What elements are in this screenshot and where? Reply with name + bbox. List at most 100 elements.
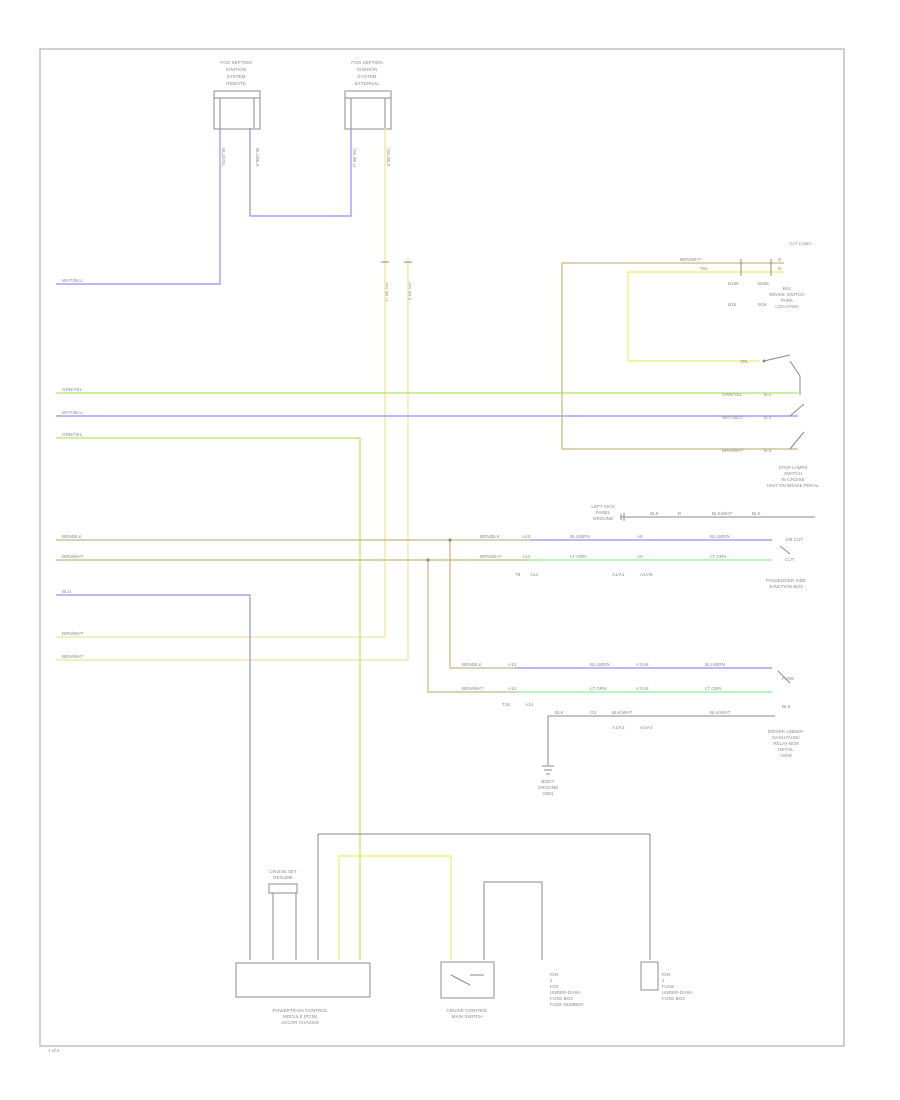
wire-blu-down xyxy=(56,594,251,960)
cruise-caption-2: MAIN SWITCH xyxy=(452,1014,483,1019)
body-ground-label-3: G501 xyxy=(542,791,554,796)
pass-note-4: A1/A5 xyxy=(640,572,653,577)
switch-yellow-label: YEL xyxy=(700,266,709,271)
connector-1-label-line-2: IGNITION xyxy=(226,67,246,72)
fuse-block-2: IGN 1 FUSE UNDER-DASH FUSE BOX xyxy=(640,961,693,1001)
switch-corner-label: C/A CANC xyxy=(790,241,812,246)
fuse2-line-4: UNDER-DASH xyxy=(662,990,693,995)
connector-2-label-line-3: SYSTEM xyxy=(358,74,377,79)
cruise-main-switch: CRUISE CONTROL MAIN SWITCH xyxy=(440,961,495,1019)
pass-row1-mid-pin: A5 xyxy=(637,534,643,539)
switch-pin-row1-b: B408 xyxy=(758,281,769,286)
cruise-top-label-2: RESUME xyxy=(273,875,293,880)
wire-tag-3: YEL/BLU xyxy=(352,148,357,167)
wire-brn-wht-1 xyxy=(56,128,386,638)
connector-2-label-line-2: IGNITION xyxy=(357,67,377,72)
cruise-top-label-1: CRUISE SET xyxy=(269,869,297,874)
drv-row2-mid-pin: A7/A8 xyxy=(636,686,649,691)
wire-tag-4: YEL/BLK xyxy=(386,148,391,168)
kick-segment-4: BLK xyxy=(752,511,762,516)
diagram-frame xyxy=(39,48,845,1047)
pass-row2-wire: BRN/WHT xyxy=(480,554,502,559)
page-number: 1 of 2 xyxy=(48,1048,60,1053)
drv-row1-right-wire: BLU/BRN xyxy=(590,662,610,667)
connector-2-label-line-1: FOG SEPTION xyxy=(351,60,382,65)
top-connector-1: FOG SEPTION IGNITION SYSTEM REMOTE xyxy=(213,60,261,130)
ground-bottom-icon xyxy=(542,765,554,775)
drv-row2-right-wire: LT GRN xyxy=(590,686,606,691)
left-label-5: BRN/BLK xyxy=(62,534,83,539)
left-label-3: WHT/BLU xyxy=(62,410,83,415)
pass-end-label-2: CUT xyxy=(785,557,795,562)
switch-row3-wire: BRN/WHT xyxy=(722,448,744,453)
connector-1-label-line-1: FOG SEPTION xyxy=(220,60,251,65)
switch-caption-4: UNIT ON BRAKE PEDAL xyxy=(767,483,819,488)
wire-yel-cruise xyxy=(338,855,452,960)
kick-ground-label-1: LEFT KICK xyxy=(591,504,615,509)
fuse2-body xyxy=(640,961,659,991)
switch-pin-row2-b: B16 xyxy=(758,302,767,307)
fuse2-line-3: FUSE xyxy=(662,984,674,989)
pass-row1-pin: A13 xyxy=(522,534,531,539)
pass-end-label-1: A/B CUT xyxy=(785,537,803,542)
pass-row2-right-wire: LT GRN xyxy=(570,554,586,559)
wire-tag-6: YEL/BLK xyxy=(407,282,412,302)
pass-row1-right-wire: BLU/BRN xyxy=(570,534,590,539)
switch-side-label-1: BLK xyxy=(783,286,793,291)
kick-ground-label-2: PANEL xyxy=(596,510,611,515)
drv-caption-5: VIEW xyxy=(780,753,792,758)
fuse1-line-3: IGN xyxy=(550,984,558,989)
left-label-1: WHT/BLU xyxy=(62,278,83,283)
drv-note-1: T18 xyxy=(502,702,510,707)
wire-brn-wht-driver xyxy=(427,560,515,693)
fuse2-line-1: IGN xyxy=(662,972,670,977)
left-label-6: BRN/WHT xyxy=(62,554,84,559)
fuse1-line-1: IGN xyxy=(550,972,558,977)
switch-yel-connector: YEL xyxy=(740,359,749,364)
pass-caption-2: JUNCTION BOX xyxy=(769,584,803,589)
switch-side-label-2: BRAKE SWITCH xyxy=(770,292,805,297)
drv-note-2: A14 xyxy=(525,702,534,707)
left-label-4: GRN/YEL xyxy=(62,432,83,437)
fuse2-line-2: 1 xyxy=(662,978,665,983)
left-label-2: GRN/YEL xyxy=(62,387,83,392)
fuse1-line-6: FUSE NUMBER xyxy=(550,1002,584,1007)
switch-pin-row2-a: B15 xyxy=(728,302,737,307)
switch-row1-pin: B-1 xyxy=(764,392,772,397)
left-wire-labels: WHT/BLU GRN/YEL WHT/BLU GRN/YEL BRN/BLK … xyxy=(62,278,84,659)
left-label-7: BLU xyxy=(62,589,71,594)
drv-caption-1: DRIVER UNDER- xyxy=(768,729,805,734)
switch-top-pin-2: B xyxy=(778,266,781,271)
switch-row2-wire: WHT/BLU xyxy=(722,415,743,420)
switch-row1-wire: GRN/YEL xyxy=(722,392,743,397)
switch-top-wire: BRN/WHT xyxy=(680,257,702,262)
kick-segment-2: B xyxy=(678,511,681,516)
connector-1-label-line-4: REMOTE xyxy=(226,81,246,86)
fuse-block-1: IGN 1 IGN UNDER-DASH FUSE BOX FUSE NUMBE… xyxy=(550,972,584,1007)
pass-row2-mid-pin: A6 xyxy=(637,554,643,559)
passenger-junction-box: BRN/BLK A13 BLU/BRN A5 BLU/BRN BRN/WHT A… xyxy=(426,534,806,589)
drv-row1-wire: BRN/BLK xyxy=(462,662,483,667)
pcm-module: CRUISE SET RESUME POWERTRAIN CONTROL MOD… xyxy=(235,869,371,1025)
wire-tag-1: BLU/YEL xyxy=(221,148,226,167)
top-connector-2: FOG SEPTION IGNITION SYSTEM EXTERNAL xyxy=(344,60,392,130)
pass-row1-end-wire: BLU/BRN xyxy=(710,534,730,539)
pcm-caption-1: POWERTRAIN CONTROL xyxy=(273,1008,328,1013)
kick-ground-label-3: GROUND xyxy=(593,516,614,521)
pass-row2-end-wire: LT GRN xyxy=(710,554,726,559)
switch-top-pin-1: B xyxy=(778,257,781,262)
switch-pin-row1-a: B108 xyxy=(728,281,739,286)
wire-tag-2: BLU/BLK xyxy=(255,148,260,168)
wire-brn-wht-2 xyxy=(56,258,409,661)
drv-caption-4: DETAIL xyxy=(778,747,794,752)
pass-row2-pin: A14 xyxy=(522,554,531,559)
connector-2-label-line-4: EXTERNAL xyxy=(355,81,380,86)
pass-note-3: A1/A1 xyxy=(612,572,625,577)
left-label-9: BRN/WHT xyxy=(62,654,84,659)
left-label-8: BRN/WHT xyxy=(62,631,84,636)
stop-lamp-switch: C/A CANC BRN/WHT B B YEL B108 B408 B15 B… xyxy=(680,241,819,488)
wire-gray-ign xyxy=(317,833,651,960)
drv-bottom-pin-2: A1/A4 xyxy=(640,725,653,730)
drv-row2-pin: A14 xyxy=(508,686,517,691)
cruise-caption-1: CRUISE CONTROL xyxy=(446,1008,488,1013)
